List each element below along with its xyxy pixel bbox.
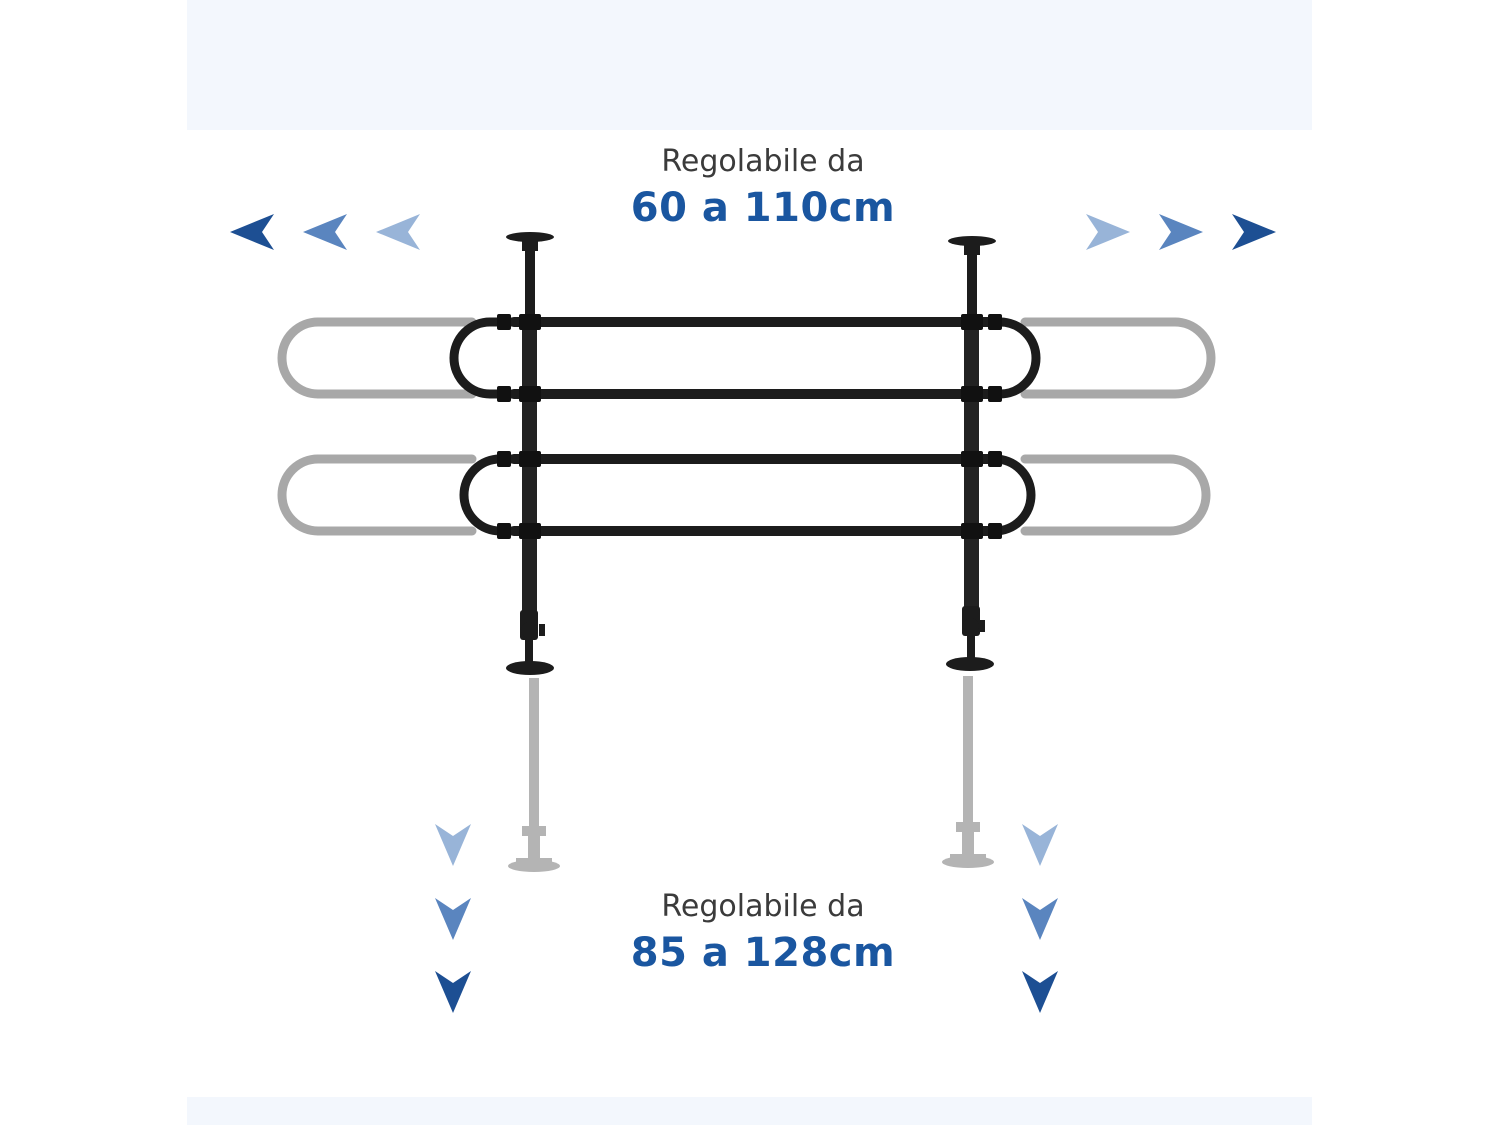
left-pole-upper — [525, 250, 535, 330]
down-chevron-arrow-icon — [1022, 824, 1058, 866]
height-adjustment-caption: Regolabile da 85 a 128cm — [563, 887, 963, 979]
gate-loops — [449, 317, 1041, 536]
width-caption-label: Regolabile da — [661, 144, 865, 179]
width-adjustment-caption: Regolabile da 60 a 110cm — [563, 142, 963, 234]
height-arrows-left — [435, 824, 471, 1013]
lower-adjusters — [506, 606, 994, 675]
width-arrows-right — [1086, 214, 1276, 250]
left-chevron-arrow-icon — [303, 214, 347, 250]
right-chevron-arrow-icon — [1232, 214, 1276, 250]
width-range-value: 60 a 110cm — [630, 185, 896, 231]
down-chevron-arrow-icon — [1022, 971, 1058, 1013]
left-chevron-arrow-icon — [376, 214, 420, 250]
right-pole — [964, 330, 979, 615]
height-caption-label: Regolabile da — [661, 889, 865, 924]
right-chevron-arrow-icon — [1159, 214, 1203, 250]
down-chevron-arrow-icon — [435, 971, 471, 1013]
gate — [449, 232, 1041, 675]
right-pole-upper — [967, 254, 977, 330]
right-chevron-arrow-icon — [1086, 214, 1130, 250]
height-range-value: 85 a 128cm — [630, 930, 896, 976]
gate-connectors — [497, 314, 1002, 539]
extended-ghost-legs — [508, 676, 994, 872]
height-arrows-right — [1022, 824, 1058, 1013]
extended-ghost-bars — [277, 317, 1216, 536]
down-chevron-arrow-icon — [435, 898, 471, 940]
width-arrows-left — [230, 214, 420, 250]
down-chevron-arrow-icon — [435, 824, 471, 866]
bottom-band — [187, 1097, 1312, 1125]
down-chevron-arrow-icon — [1022, 898, 1058, 940]
top-band — [187, 0, 1312, 130]
left-pole — [522, 330, 537, 620]
left-chevron-arrow-icon — [230, 214, 274, 250]
gate-bars — [510, 317, 995, 536]
